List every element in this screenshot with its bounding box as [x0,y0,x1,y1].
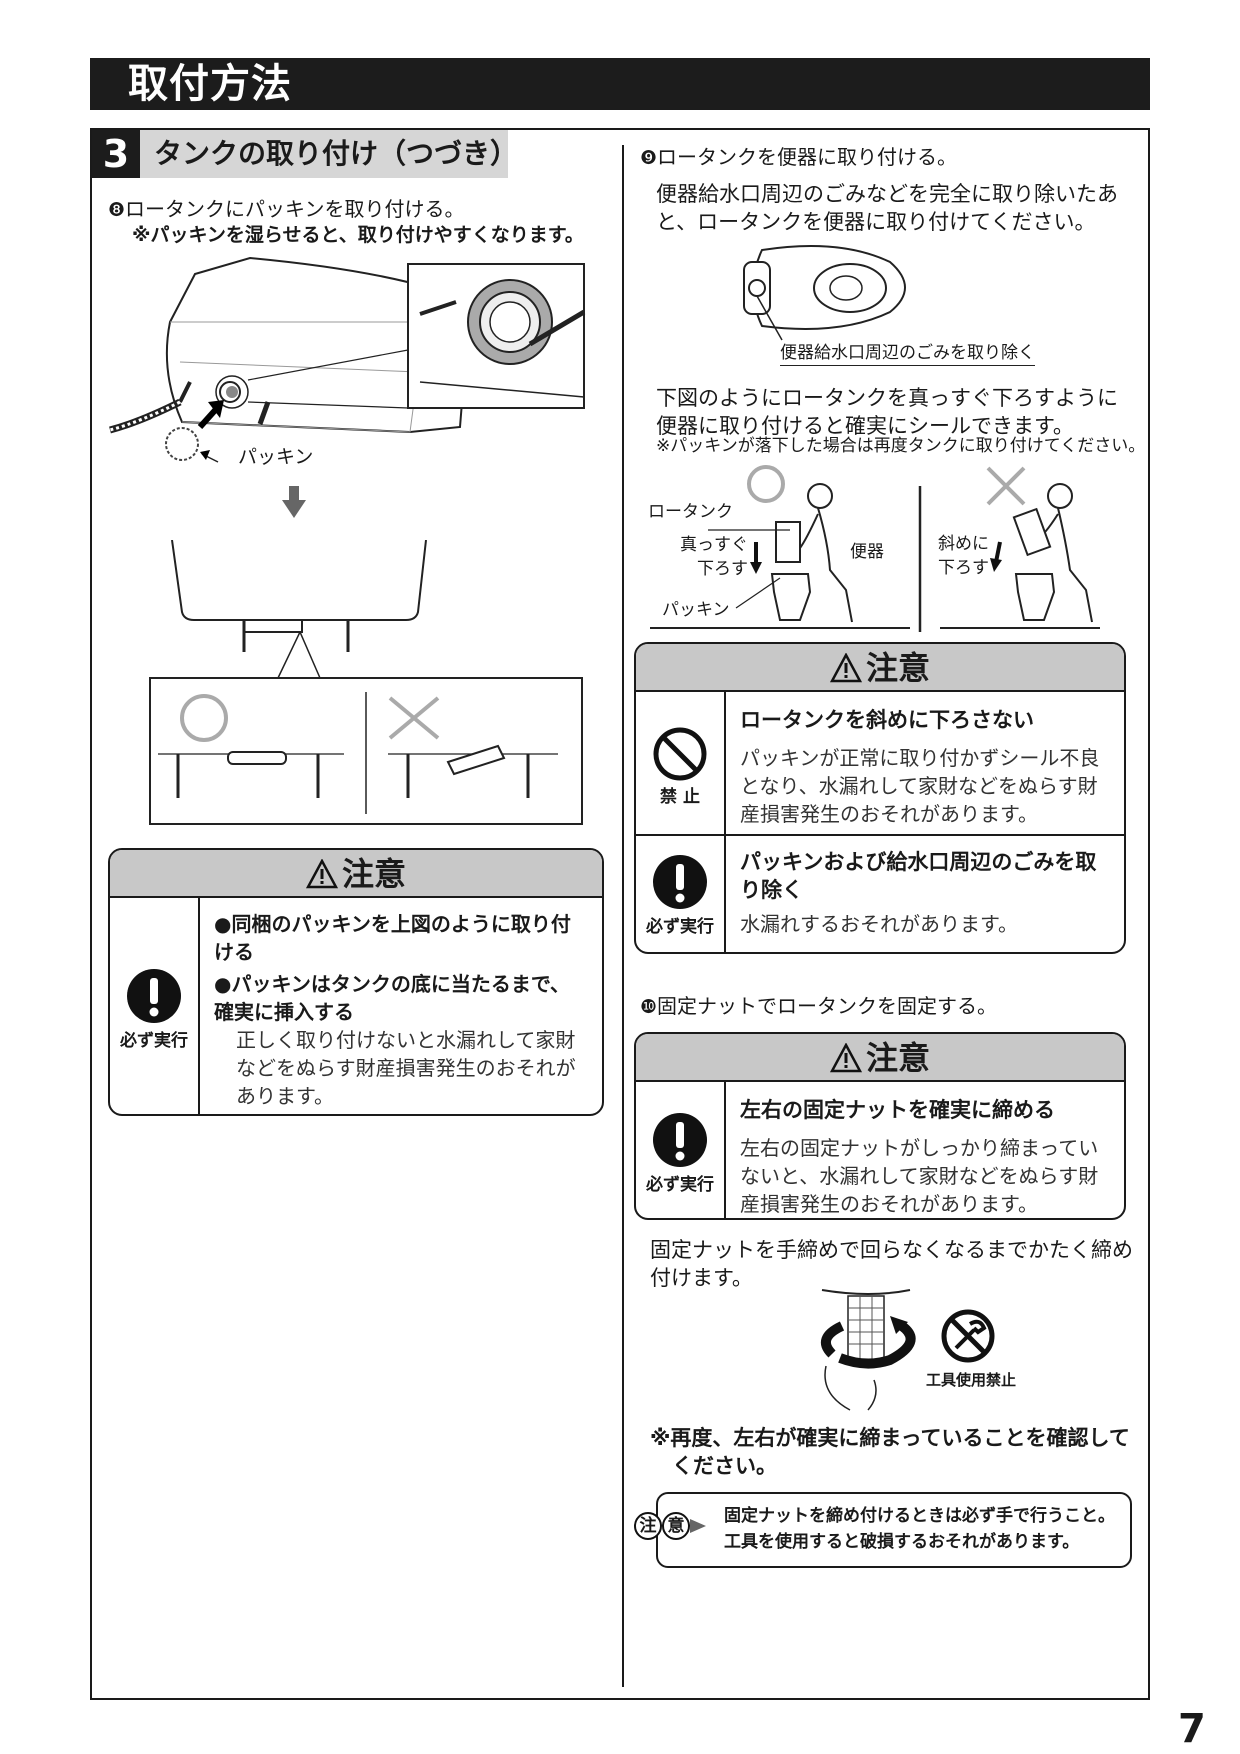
label-toilet-bowl: 便器 [850,542,884,562]
caution-row: 必ず実行 左右の固定ナットを確実に締める 左右の固定ナットがしっかり締まっていな… [636,1082,1124,1218]
down-arrow-icon [282,486,306,518]
label-remove-debris: 便器給水口周辺のごみを取り除く [780,341,1035,366]
tighten-instruction: 固定ナットを手締めで回らなくなるまでかたく締め付けます。 [650,1238,1133,1290]
icon-label-must: 必ず実行 [646,917,714,937]
step9-description-2: 下図のようにロータンクを真っすぐ下ろすように便器に取り付けると確実にシールできま… [656,386,1118,438]
section-number: 3 [92,130,140,178]
caution-row-prohibited: 禁 止 ロータンクを斜めに下ろさない パッキンが正常に取り付かずシール不良となり… [636,692,1124,834]
caution-body-debris: 水漏れするおそれがあります。 [740,912,1018,936]
step8-heading: ❽ロータンクにパッキンを取り付ける。 [108,197,465,221]
warning-triangle-icon [305,858,339,889]
caution-icon-cell: 必ず実行 [110,898,200,1114]
step9-note: ※パッキンが落下した場合は再度タンクに取り付けてください。 [656,436,1146,456]
caution-text: パッキンおよび給水口周辺のごみを取り除く 水漏れするおそれがあります。 [740,848,1112,938]
column-divider [622,145,624,1687]
caution-title-diagonal: ロータンクを斜めに下ろさない [740,708,1034,732]
caution-row: 必ず実行 ●同梱のパッキンを上図のように取り付ける ●パッキンはタンクの底に当た… [110,898,602,1114]
step9-description: 便器給水口周辺のごみなどを完全に取り除いたあと、ロータンクを便器に取り付けてくだ… [656,182,1118,234]
label-lower-diagonal: 斜めに 下ろす [938,534,989,578]
notice-line-2: 工具を使用すると破損するおそれがあります。 [724,1532,1080,1552]
caution-body-diagonal: パッキンが正常に取り付かずシール不良となり、水漏れして家財などをぬらす財産損害発… [740,746,1100,826]
tank-bottom-detail-illustration [149,540,583,825]
mandatory-action-icon [127,969,181,1023]
label-packing-right: パッキン [662,600,730,620]
mandatory-action-icon [653,855,707,909]
notice-badge-2: 意 [662,1512,690,1540]
prohibited-icon [653,727,707,781]
section-title: タンクの取り付け（つづき） [154,137,519,170]
icon-label-must: 必ず実行 [120,1031,188,1051]
caution-row-remove-debris: 必ず実行 パッキンおよび給水口周辺のごみを取り除く 水漏れするおそれがあります。 [636,834,1124,952]
page-number: 7 [1178,1706,1206,1752]
caution-icon-cell: 必ず実行 [636,1082,726,1218]
no-tools-icon [941,1309,995,1363]
caution-title-debris: パッキンおよび給水口周辺のごみを取り除く [740,850,1097,902]
icon-label-prohibited: 禁 止 [660,787,700,807]
section-heading-bar [92,130,508,178]
warning-triangle-icon [829,1042,863,1073]
lowering-tank-illustration [650,465,1100,632]
tank-packing-illustration [109,256,586,463]
caution-body-nuts: 左右の固定ナットがしっかり締まっていないと、水漏れして家財などをぬらす財産損害発… [740,1136,1099,1216]
notice-line-1: 固定ナットを締め付けるときは必ず手で行うこと。 [724,1506,1115,1526]
caution-icon-cell: 必ず実行 [636,836,726,952]
notice-badge-1: 注 [634,1512,662,1540]
content-frame [90,128,1150,1700]
step8-note: ※パッキンを湿らせると、取り付けやすくなります。 [132,224,584,246]
caution-text: ●同梱のパッキンを上図のように取り付ける ●パッキンはタンクの底に当たるまで、確… [214,910,590,1110]
caution-heading: 注意 [110,850,602,898]
page-title: 取付方法 [128,61,292,107]
caution-title-nuts: 左右の固定ナットを確実に締める [740,1098,1055,1122]
hand-tightening-illustration [820,1289,916,1411]
caution-box-packing: 注意 必ず実行 ●同梱のパッキンを上図のように取り付ける ●パッキンはタンクの底… [108,848,604,1116]
warning-triangle-icon [829,652,863,683]
icon-label-must: 必ず実行 [646,1175,714,1195]
notice-arrow-icon [690,1519,706,1533]
toilet-top-view-illustration [743,245,906,341]
caution-heading: 注意 [636,644,1124,692]
label-packing: パッキン [238,446,314,468]
label-no-tools: 工具使用禁止 [926,1371,1017,1389]
caution-body: 正しく取り付けないと水漏れして家財などをぬらす財産損害発生のおそれがあります。 [236,1028,576,1108]
caution-icon-cell: 禁 止 [636,692,726,834]
step10-heading: ❿固定ナットでロータンクを固定する。 [640,994,998,1018]
caution-bullet-1: ●同梱のパッキンを上図のように取り付ける [214,912,571,964]
mandatory-action-icon [653,1113,707,1167]
label-lower-straight: 真っすぐ 下ろす [680,535,748,579]
header-bar [90,58,1150,110]
caution-bullet-2: ●パッキンはタンクの底に当たるまで、確実に挿入する [214,972,571,1024]
caution-heading: 注意 [636,1034,1124,1082]
label-low-tank: ロータンク [648,502,733,522]
caution-box-nuts: 注意 必ず実行 左右の固定ナットを確実に締める 左右の固定ナットがしっかり締まっ… [634,1032,1126,1220]
caution-box-installation: 注意 禁 止 ロータンクを斜めに下ろさない パッキンが正常に取り付かずシール不良… [634,642,1126,954]
step9-heading: ❾ロータンクを便器に取り付ける。 [640,145,958,169]
caution-text: 左右の固定ナットを確実に締める 左右の固定ナットがしっかり締まっていないと、水漏… [740,1096,1112,1218]
recheck-note: ※再度、左右が確実に締まっていることを確認してください。 [650,1426,1130,1478]
caution-text: ロータンクを斜めに下ろさない パッキンが正常に取り付かずシール不良となり、水漏れ… [740,706,1112,828]
